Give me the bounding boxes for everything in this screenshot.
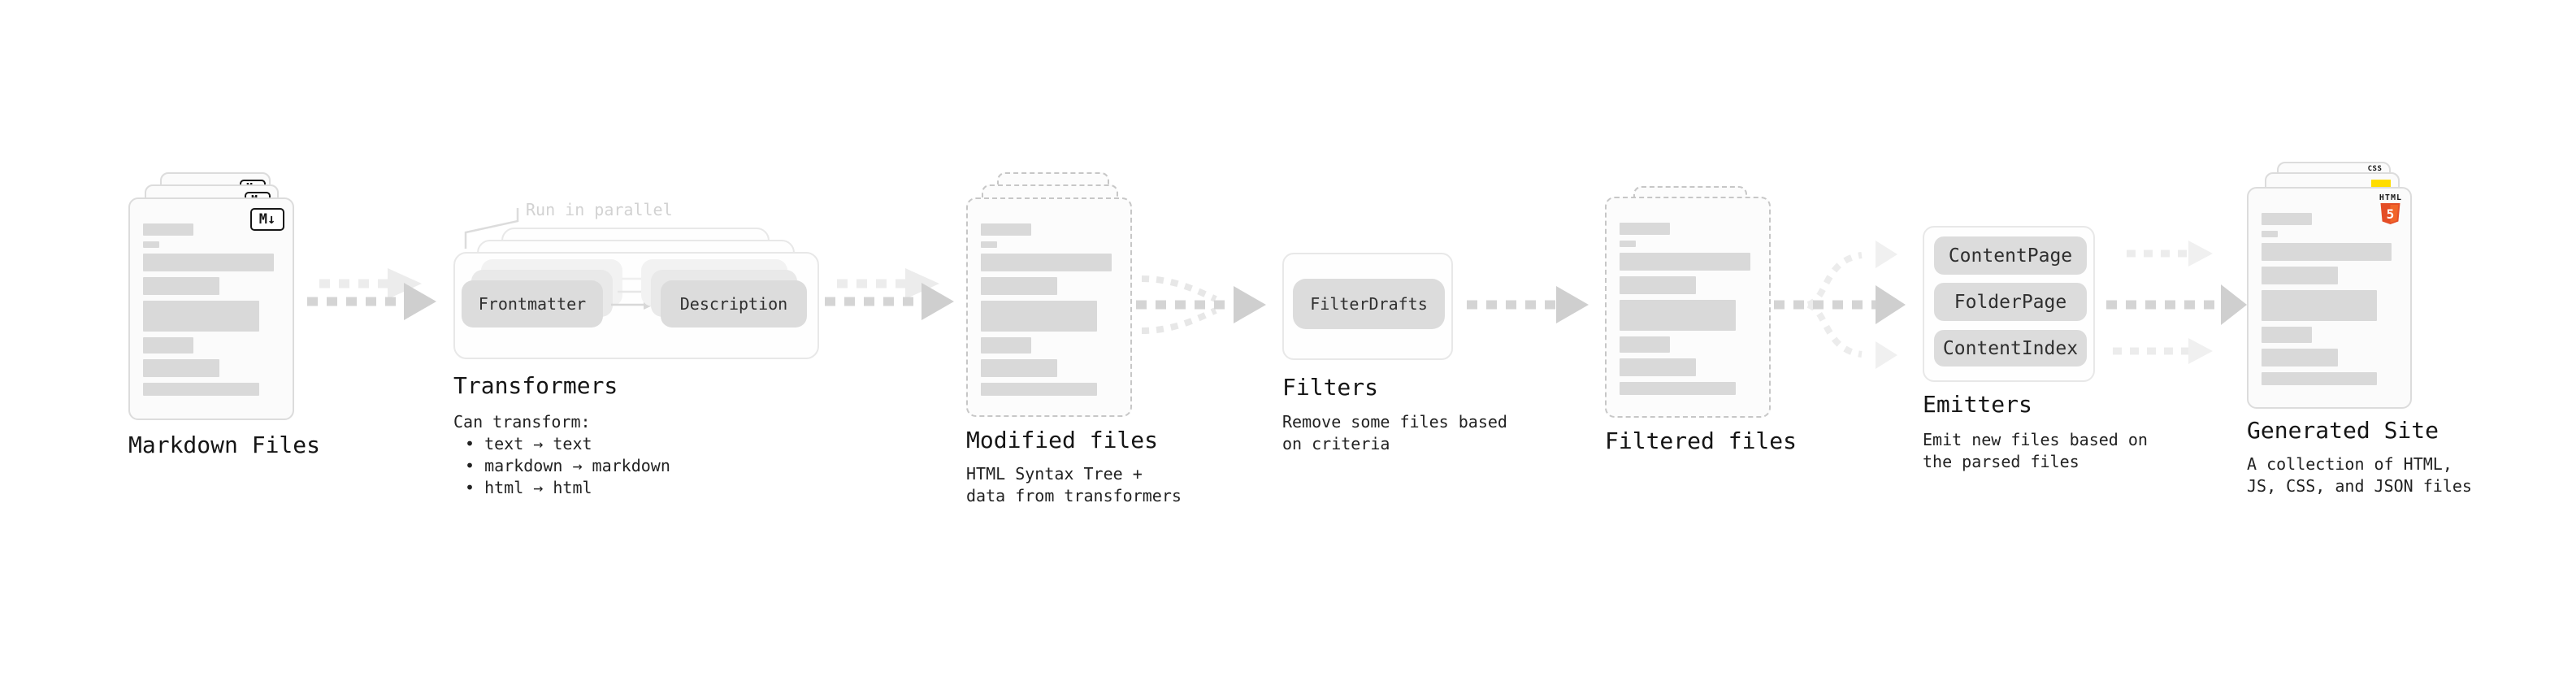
- skeleton-line: [143, 337, 194, 354]
- skeleton-line: [143, 383, 259, 396]
- generated-site-description: A collection of HTML, JS, CSS, and JSON …: [2247, 453, 2472, 497]
- frontmatter-pill: Frontmatter: [462, 280, 603, 327]
- document-skeleton: [1620, 223, 1756, 395]
- desc-line: Can transform:: [453, 412, 591, 432]
- skeleton-line: [2262, 290, 2377, 321]
- skeleton-line: [2262, 231, 2279, 237]
- skeleton-line: [143, 254, 275, 271]
- folderpage-pill: FolderPage: [1934, 283, 2087, 321]
- skeleton-line: [981, 301, 1097, 332]
- skeleton-line: [143, 223, 194, 236]
- skeleton-line: [1620, 336, 1671, 353]
- markdown-file-card: M↓: [128, 197, 294, 420]
- arrow-right-icon: [1467, 286, 1589, 323]
- stage-title-modified-files: Modified files: [966, 427, 1159, 453]
- skeleton-line: [2262, 349, 2338, 367]
- skeleton-line: [143, 277, 220, 295]
- skeleton-line: [1620, 300, 1736, 331]
- skeleton-line: [1620, 382, 1736, 395]
- html-file-card: HTML 5: [2247, 187, 2412, 409]
- skeleton-line: [981, 277, 1058, 295]
- stage-title-filters: Filters: [1282, 374, 1379, 401]
- desc-line: data from transformers: [966, 486, 1182, 505]
- document-skeleton: [143, 223, 280, 396]
- skeleton-line: [143, 359, 220, 377]
- html5-icon: HTML 5: [2379, 193, 2402, 227]
- document-skeleton: [981, 223, 1117, 396]
- filtered-file-card: [1605, 197, 1771, 418]
- skeleton-line: [981, 241, 998, 248]
- desc-bullet: • text → text: [465, 434, 592, 453]
- desc-line: Remove some files based: [1282, 412, 1507, 432]
- markdown-icon: M↓: [250, 208, 284, 231]
- arrow-right-icon: [307, 268, 436, 320]
- skeleton-line: [2262, 243, 2392, 261]
- contentindex-pill: ContentIndex: [1934, 330, 2087, 367]
- stage-title-markdown-files: Markdown Files: [128, 432, 321, 458]
- arrow-right-icon: [825, 268, 954, 320]
- filters-description: Remove some files based on criteria: [1282, 411, 1507, 455]
- arrow-diverge-icon: [1774, 241, 1906, 369]
- html5-shield: 5: [2380, 203, 2400, 224]
- skeleton-line: [143, 241, 160, 248]
- desc-bullet: • html → html: [465, 478, 592, 497]
- arrow-converge-icon: [1136, 275, 1266, 334]
- modified-files-description: HTML Syntax Tree + data from transformer…: [966, 463, 1182, 507]
- skeleton-line: [981, 254, 1112, 271]
- desc-line: A collection of HTML,: [2247, 454, 2452, 474]
- css-icon-label: CSS: [2367, 165, 2383, 173]
- desc-bullet: • markdown → markdown: [465, 456, 670, 475]
- stage-title-transformers: Transformers: [453, 372, 618, 399]
- desc-line: on criteria: [1282, 434, 1390, 453]
- skeleton-line: [2262, 372, 2377, 385]
- skeleton-line: [981, 337, 1032, 354]
- stage-title-emitters: Emitters: [1923, 391, 2032, 418]
- desc-line: JS, CSS, and JSON files: [2247, 476, 2472, 496]
- filterdrafts-pill: FilterDrafts: [1293, 279, 1445, 329]
- skeleton-line: [981, 223, 1032, 236]
- html5-icon-label: HTML: [2379, 193, 2402, 202]
- desc-line: HTML Syntax Tree +: [966, 464, 1143, 484]
- stage-title-filtered-files: Filtered files: [1605, 427, 1798, 454]
- desc-line: Emit new files based on: [1923, 430, 2148, 449]
- skeleton-line: [2262, 327, 2312, 343]
- skeleton-line: [981, 359, 1058, 377]
- skeleton-line: [143, 301, 259, 332]
- run-in-parallel-label: Run in parallel: [526, 200, 673, 219]
- document-skeleton: [2262, 213, 2397, 385]
- skeleton-line: [2262, 267, 2338, 284]
- skeleton-line: [1620, 358, 1697, 376]
- skeleton-line: [1620, 253, 1751, 271]
- skeleton-line: [2262, 213, 2312, 225]
- transformers-description: Can transform: • text → text • markdown …: [453, 411, 670, 499]
- modified-file-card: [966, 197, 1132, 417]
- skeleton-line: [981, 383, 1097, 396]
- contentpage-pill: ContentPage: [1934, 236, 2087, 275]
- svg-text:5: 5: [2387, 206, 2395, 222]
- description-pill: Description: [661, 280, 807, 327]
- skeleton-line: [1620, 223, 1671, 235]
- emitters-description: Emit new files based on the parsed files: [1923, 429, 2148, 473]
- callout-line: [464, 208, 519, 249]
- arrow-triple-icon: [2106, 241, 2247, 364]
- stage-title-generated-site: Generated Site: [2247, 417, 2439, 444]
- skeleton-line: [1620, 241, 1637, 247]
- skeleton-line: [1620, 276, 1697, 294]
- desc-line: the parsed files: [1923, 452, 2079, 471]
